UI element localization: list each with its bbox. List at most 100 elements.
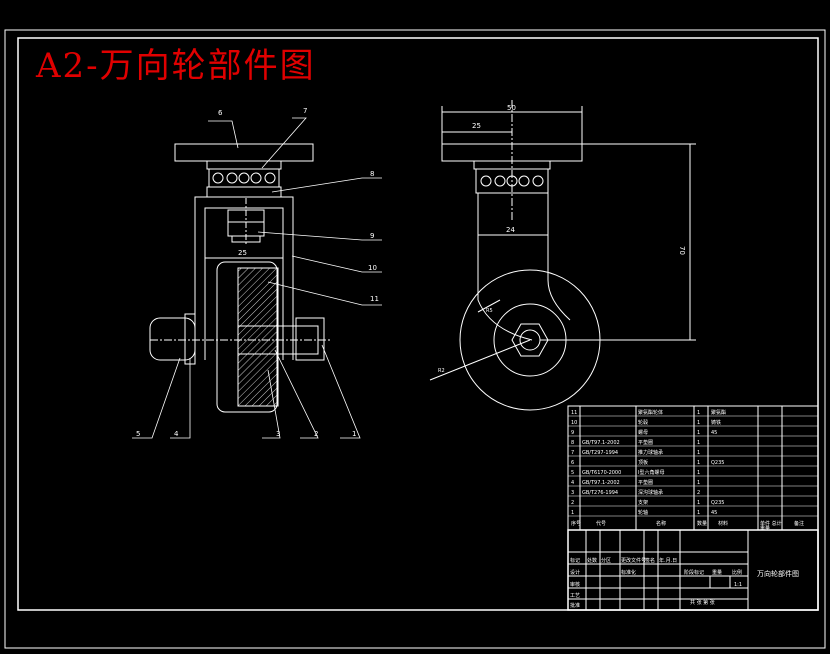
dim-radius-small: R5 (486, 308, 493, 314)
bom-cell-qty: 1 (697, 440, 700, 446)
balloon-10: 10 (368, 264, 377, 272)
bom-cell-mat: 聚氨酯 (711, 409, 726, 416)
bom-cell-code: GB/T97.1-2002 (582, 440, 620, 446)
top-plate (174, 143, 314, 162)
bom-cell-no: 4 (571, 480, 574, 486)
dim-front-width: 25 (238, 249, 247, 257)
balloon-1: 1 (352, 430, 356, 438)
bom-cell-code: GB/T6170-2000 (582, 470, 621, 476)
tb-scale-val: 1:1 (734, 582, 742, 588)
tb-mark: 标记 (570, 557, 580, 564)
bom-cell-name: 轮毂 (638, 419, 648, 426)
tb-approve: 批准 (570, 602, 580, 609)
drawing-title: A2-万向轮部件图 (36, 46, 316, 86)
bom-cell-qty: 1 (697, 500, 700, 506)
bom-header-code: 代号 (596, 520, 606, 527)
bom-header-note: 备注 (794, 520, 804, 527)
bom-cell-mat: 45 (711, 430, 717, 436)
outer-frame (4, 29, 826, 649)
bom-cell-qty: 2 (697, 490, 700, 496)
bom-cell-no: 1 (571, 510, 574, 516)
bom-cell-no: 2 (571, 500, 574, 506)
bom-cell-code: GB/T276-1994 (582, 490, 618, 496)
tb-doc: 更改文件号 (621, 557, 646, 564)
bom-cell-name: 螺母 (638, 429, 648, 436)
bom-cell-no: 6 (571, 460, 574, 466)
bom-cell-mat: Q235 (711, 460, 724, 466)
bom-cell-code: GB/T97.1-2002 (582, 480, 620, 486)
balloon-7: 7 (303, 107, 307, 115)
bom-header-name: 名称 (656, 520, 666, 527)
tb-count: 处数 (587, 557, 597, 564)
title-block (567, 529, 819, 611)
front-leaders (132, 117, 382, 439)
bom-header-unit: 单件 总计 (760, 520, 782, 527)
bom-cell-no: 7 (571, 450, 574, 456)
thrust-bearing-upper (206, 160, 282, 170)
balloon-4: 4 (174, 430, 179, 438)
dim-side-neck: 24 (506, 226, 515, 234)
bom-cell-name: 推力球轴承 (638, 449, 663, 456)
bom-cell-name: 深沟球轴承 (638, 489, 663, 496)
bom-cell-mat: 铸铁 (711, 419, 721, 426)
tb-weight: 重量 (712, 569, 722, 576)
bom-cell-name: 平垫圈 (638, 479, 653, 486)
bom-cell-code: GB/T297-1994 (582, 450, 618, 456)
tb-part-name: 万向轮部件图 (757, 569, 799, 578)
dim-side-height: 70 (678, 246, 686, 255)
tb-design: 设计 (570, 569, 580, 576)
bom-cell-no: 3 (571, 490, 574, 496)
bom-cell-name: I型六角螺母 (638, 469, 664, 476)
bom-cell-name: 轮轴 (638, 509, 648, 516)
bom-cell-name: 顶板 (638, 459, 648, 466)
wheel-hub-hatched (237, 267, 279, 407)
tb-stage: 阶段标记 (684, 569, 704, 576)
bom-cell-no: 8 (571, 440, 574, 446)
tb-craft: 工艺 (570, 593, 580, 599)
front-view (149, 143, 330, 413)
tb-date: 年.月.日 (659, 557, 677, 564)
balloon-11: 11 (370, 295, 379, 303)
bom-cell-mat: Q235 (711, 500, 724, 506)
balloon-3: 3 (276, 430, 280, 438)
tb-sign: 签名 (645, 557, 655, 564)
bom-header-qty: 数量 (697, 520, 707, 527)
dim-side-top: 50 (507, 104, 516, 112)
bom-cell-qty: 1 (697, 450, 700, 456)
bom-cell-name: 平垫圈 (638, 439, 653, 446)
tb-sheets: 共 张 第 张 (690, 599, 715, 606)
nut-5 (149, 317, 196, 361)
balloon-2: 2 (314, 430, 318, 438)
tb-std: 标准化 (621, 569, 636, 576)
tb-zone: 分区 (601, 557, 611, 564)
balloon-9: 9 (370, 232, 374, 240)
bom-cell-qty: 1 (697, 460, 700, 466)
inner-frame (17, 37, 819, 611)
bom-cell-no: 9 (571, 430, 574, 436)
balloon-6: 6 (218, 109, 223, 117)
bom-cell-qty: 1 (697, 510, 700, 516)
thrust-bearing-race (208, 168, 280, 188)
bom-cell-no: 11 (571, 410, 577, 416)
axle-end (295, 317, 325, 361)
dim-radius-large: R2 (438, 368, 445, 374)
washer-8 (206, 186, 282, 198)
tb-review: 审核 (570, 581, 580, 588)
bom-cell-qty: 1 (697, 480, 700, 486)
side-view (429, 100, 696, 411)
balloon-5: 5 (136, 430, 140, 438)
bom-header-mat: 材料 (718, 520, 728, 527)
bom-cell-name: 聚氨酯轮体 (638, 409, 663, 416)
bom-header-no: 序号 (571, 520, 581, 527)
tb-scale: 比例 (732, 569, 742, 576)
side-bracket (477, 193, 571, 341)
balloon-8: 8 (370, 170, 374, 178)
dim-side-half: 25 (472, 122, 481, 130)
bom-cell-qty: 1 (697, 470, 700, 476)
bracket-outer (194, 196, 294, 360)
bom-cell-qty: 1 (697, 420, 700, 426)
bom-cell-qty: 1 (697, 410, 700, 416)
washer-4 (184, 313, 196, 365)
